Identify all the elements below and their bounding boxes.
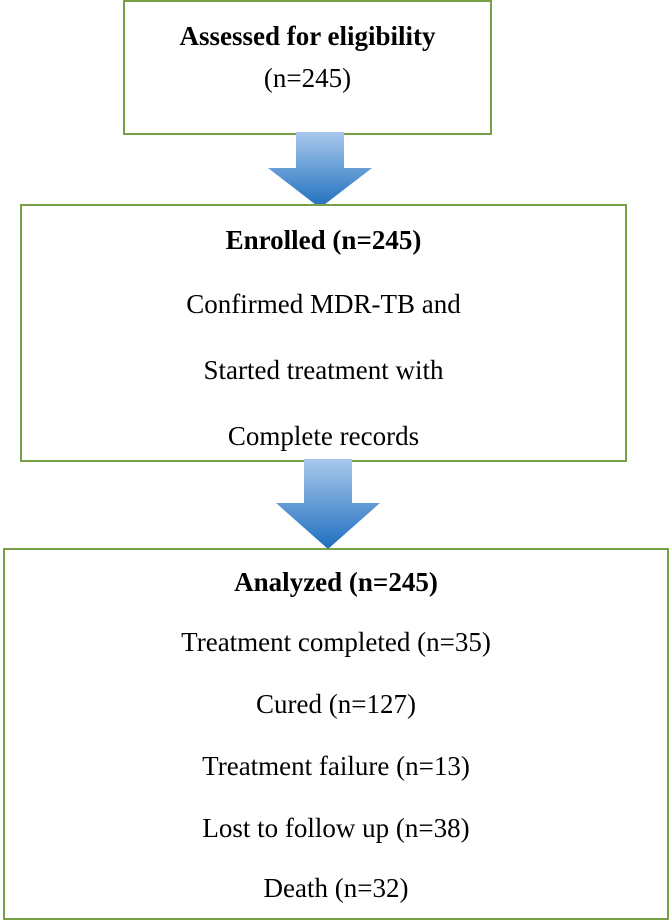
assessed-title: Assessed for eligibility <box>179 21 436 51</box>
down-arrow-icon <box>276 459 380 549</box>
analyzed-line: Death (n=32) <box>263 873 409 903</box>
analyzed-title: Analyzed (n=245) <box>234 567 438 597</box>
analyzed-line: Treatment failure (n=13) <box>202 751 470 781</box>
enrolled-line: Started treatment with <box>203 355 444 385</box>
analyzed-line: Treatment completed (n=35) <box>181 627 491 657</box>
enrolled-line: Confirmed MDR-TB and <box>186 289 461 319</box>
analyzed-line: Lost to follow up (n=38) <box>202 813 470 843</box>
analyzed-line: Cured (n=127) <box>256 689 416 719</box>
assessed-count: (n=245) <box>263 63 352 93</box>
down-arrow-icon <box>268 132 372 208</box>
enrolled-line: Complete records <box>227 421 420 451</box>
enrolled-title: Enrolled (n=245) <box>225 225 422 255</box>
analyzed-box: Analyzed (n=245) Treatment completed (n=… <box>3 548 669 920</box>
enrolled-box: Enrolled (n=245) Confirmed MDR-TB and St… <box>20 204 627 462</box>
assessed-box: Assessed for eligibility (n=245) <box>123 0 492 135</box>
